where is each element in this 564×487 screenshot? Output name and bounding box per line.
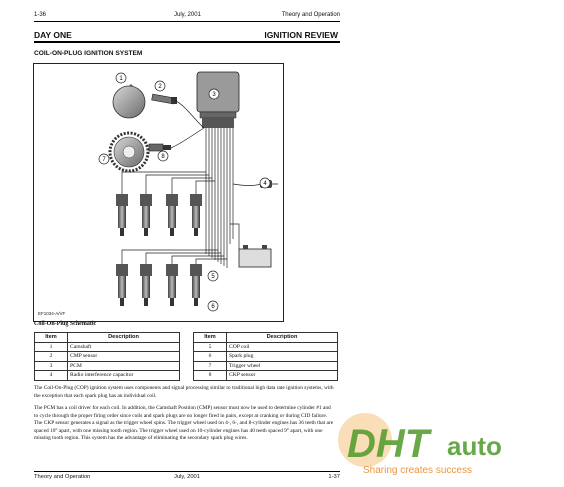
- legend-item-number: 1: [34, 341, 68, 352]
- footer-rule: [34, 471, 340, 472]
- watermark-tagline: Sharing creates success: [363, 465, 472, 475]
- callouts: 1 2 3 4 5 6 7 8: [98, 72, 271, 312]
- table-row: 1 Camshaft: [34, 341, 180, 352]
- table-row: 2 CMP sensor: [34, 351, 180, 362]
- body-paragraph-1: The Coil-On-Plug (COP) ignition system u…: [34, 385, 334, 399]
- page-number: 1-36: [34, 12, 47, 18]
- legend-item-number: 5: [193, 341, 227, 352]
- lower-cop-coils: [116, 264, 202, 306]
- footer-left: Theory and Operation: [34, 474, 91, 480]
- callout-1: 1: [119, 76, 123, 82]
- section-title: COIL-ON-PLUG IGNITION SYSTEM: [34, 50, 143, 57]
- legend-item-number: 2: [34, 351, 68, 362]
- legend-item-description: CKP sensor: [226, 370, 338, 381]
- upper-cop-coils: [116, 194, 202, 236]
- table-row: 7 Trigger wheel: [193, 360, 338, 371]
- legend-item-description: CMP sensor: [67, 351, 180, 362]
- callout-8: 8: [161, 154, 165, 160]
- table-row: 6 Spark plug: [193, 351, 338, 362]
- header-date: July, 2001: [174, 12, 201, 18]
- cmp-sensor: [151, 93, 177, 105]
- callout-6: 6: [211, 304, 215, 310]
- legend-item-description: Trigger wheel: [226, 360, 338, 371]
- legend-table-right: Item Description 5 COP coil 6 Spark plug…: [193, 332, 338, 381]
- callout-4: 4: [263, 181, 267, 187]
- legend-item-description: PCM: [67, 360, 180, 371]
- banner-title: IGNITION REVIEW: [264, 30, 338, 40]
- table-row: 5 COP coil: [193, 341, 338, 352]
- watermark-logo: DHT auto Sharing creates success: [335, 405, 555, 476]
- legend-item-number: 3: [34, 360, 68, 371]
- legend-item-number: 4: [34, 370, 68, 381]
- callout-5: 5: [211, 274, 215, 280]
- header-rule: [34, 21, 340, 22]
- legend-table-left: Item Description 1 Camshaft 2 CMP sensor…: [34, 332, 180, 381]
- figure-caption: Coil-On-Plug Schematic: [34, 321, 97, 327]
- table-row: 3 PCM: [34, 360, 180, 371]
- watermark-brand-suffix: auto: [447, 431, 502, 461]
- banner-day: DAY ONE: [34, 30, 72, 40]
- banner-rule: [34, 41, 340, 43]
- callout-3: 3: [212, 92, 216, 98]
- legend-item-description: Camshaft: [67, 341, 180, 352]
- table-row: 4 Radio interference capacitor: [34, 370, 180, 381]
- legend-right-header-description: Description: [226, 332, 338, 343]
- watermark-brand-main: DHT: [347, 422, 433, 466]
- legend-item-description: Spark plug: [226, 351, 338, 362]
- callout-7: 7: [102, 157, 106, 163]
- legend-item-number: 7: [193, 360, 227, 371]
- table-row: 8 CKP sensor: [193, 370, 338, 381]
- legend-item-number: 6: [193, 351, 227, 362]
- body-paragraph-2: The PCM has a coil driver for each coil.…: [34, 405, 334, 442]
- figure-id: EF1034-A/VF: [38, 311, 66, 316]
- legend-item-description: COP coil: [226, 341, 338, 352]
- battery: [238, 245, 272, 268]
- footer-date: July, 2001: [174, 474, 200, 480]
- legend-right-header-item: Item: [193, 332, 227, 343]
- schematic-drawing: 1 2 3 4 5 6 7 8 EF1034-A/VF: [38, 71, 278, 316]
- legend-left-header-description: Description: [67, 332, 180, 343]
- callout-2: 2: [158, 84, 162, 90]
- legend-item-number: 8: [193, 370, 227, 381]
- ckp-sensor: [148, 143, 171, 152]
- pcm-module: [196, 71, 240, 128]
- trigger-wheel: [108, 131, 150, 173]
- footer-page-number: 1-37: [328, 474, 340, 480]
- header-section: Theory and Operation: [281, 12, 340, 18]
- watermark-graphic: DHT auto Sharing creates success: [338, 413, 502, 476]
- wire-harness: [121, 99, 263, 268]
- legend-left-header-item: Item: [34, 332, 68, 343]
- cop-schematic-diagram: 1 2 3 4 5 6 7 8 EF1034-A/VF: [33, 63, 284, 322]
- legend-item-description: Radio interference capacitor: [67, 370, 180, 381]
- camshaft-gear: [112, 85, 146, 119]
